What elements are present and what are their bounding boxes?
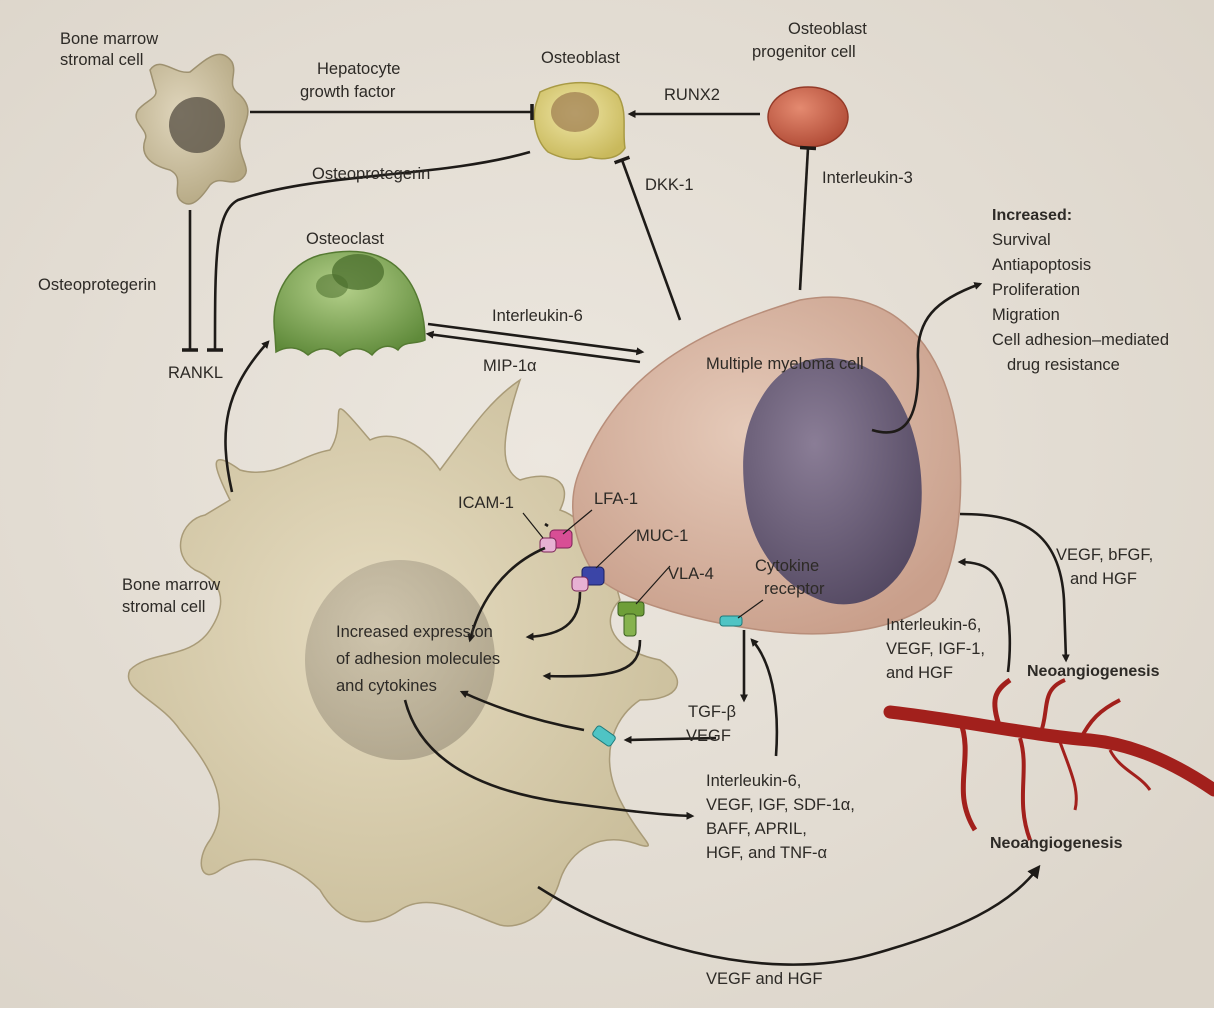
outcome-item: Migration bbox=[992, 306, 1060, 324]
osteoclast-label: Osteoclast bbox=[306, 230, 384, 248]
rankl-label: RANKL bbox=[168, 364, 223, 382]
endothelial-back-line2: VEGF, IGF-1, bbox=[886, 640, 985, 658]
hgf-label-line1: Hepatocyte bbox=[317, 60, 400, 78]
osteoclast-nucleus bbox=[316, 274, 348, 298]
endothelial-back-line1: Interleukin-6, bbox=[886, 616, 981, 634]
osteoprotegerin-curve-label: Osteoprotegerin bbox=[312, 165, 430, 183]
icam1-label: ICAM-1 bbox=[458, 494, 514, 512]
interleukin6-label: Interleukin-6 bbox=[492, 307, 583, 325]
cytokine-receptor-label-line1: Cytokine bbox=[755, 557, 819, 575]
bottom-arc-label: VEGF and HGF bbox=[706, 970, 822, 988]
expression-label-line2: of adhesion molecules bbox=[336, 650, 500, 668]
stromal-cell-large-label-line2: stromal cell bbox=[122, 598, 205, 616]
osteoprotegerin-left-label: Osteoprotegerin bbox=[38, 276, 156, 294]
runx2-label: RUNX2 bbox=[664, 86, 720, 104]
expression-label-line1: Increased expression bbox=[336, 623, 493, 641]
stromal-secreted-line3: BAFF, APRIL, bbox=[706, 820, 807, 838]
muc1-label: MUC-1 bbox=[636, 527, 688, 545]
stromal-cell-small-nucleus bbox=[169, 97, 225, 153]
osteoblast-progenitor-cell bbox=[768, 87, 848, 147]
osteoblast-nucleus bbox=[551, 92, 599, 132]
dkk1-label: DKK-1 bbox=[645, 176, 694, 194]
mip1a-label: MIP-1α bbox=[483, 357, 537, 375]
myeloma-angio-line1: VEGF, bFGF, bbox=[1056, 546, 1153, 564]
outcome-item: Antiapoptosis bbox=[992, 256, 1091, 274]
stromal-secreted-line4: HGF, and TNF-α bbox=[706, 844, 828, 862]
stromal-cell-small-label-line2: stromal cell bbox=[60, 51, 143, 69]
outcome-item: Proliferation bbox=[992, 281, 1080, 299]
stromal-cell-large-label-line1: Bone marrow bbox=[122, 576, 220, 594]
outcomes-heading: Increased: bbox=[992, 207, 1072, 224]
osteoblast-label: Osteoblast bbox=[541, 49, 620, 67]
progenitor-label-line2: progenitor cell bbox=[752, 43, 856, 61]
endothelial-back-line3: and HGF bbox=[886, 664, 953, 682]
stromal-cell-small-label-line1: Bone marrow bbox=[60, 30, 158, 48]
tgfb-label: TGF-β bbox=[688, 703, 736, 721]
neoangiogenesis-upper-label: Neoangiogenesis bbox=[1027, 663, 1160, 680]
outcome-item: drug resistance bbox=[1007, 356, 1120, 374]
vegf-label: VEGF bbox=[686, 727, 731, 745]
stromal-secreted-line1: Interleukin-6, bbox=[706, 772, 801, 790]
expression-label-line3: and cytokines bbox=[336, 677, 437, 695]
myeloma-cell-label: Multiple myeloma cell bbox=[706, 355, 864, 373]
cytokine-receptor-label-line2: receptor bbox=[764, 580, 825, 598]
vla4-label: VLA-4 bbox=[668, 565, 714, 583]
interleukin3-label: Interleukin-3 bbox=[822, 169, 913, 187]
myeloma-angio-line2: and HGF bbox=[1070, 570, 1137, 588]
lfa1-label: LFA-1 bbox=[594, 490, 638, 508]
progenitor-label-line1: Osteoblast bbox=[788, 20, 867, 38]
outcome-item: Cell adhesion–mediated bbox=[992, 331, 1169, 349]
neoangiogenesis-lower-label: Neoangiogenesis bbox=[990, 835, 1123, 852]
stromal-secreted-line2: VEGF, IGF, SDF-1α, bbox=[706, 796, 855, 814]
outcome-item: Survival bbox=[992, 231, 1051, 249]
hgf-label-line2: growth factor bbox=[300, 83, 396, 101]
